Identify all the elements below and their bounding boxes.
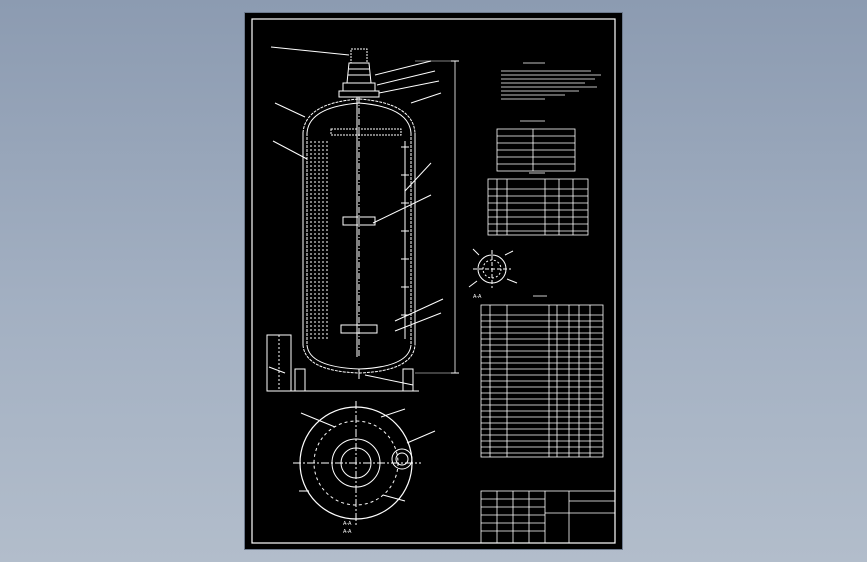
bottom-plan-view [293,401,436,525]
nozzle-orientation-view [468,248,518,288]
parts-list-table [480,295,604,458]
support-leg-left [294,368,306,392]
support-leg-right [402,368,414,392]
drawing-sheet: A-A A-A A-A [245,13,622,549]
nozzle-view-label: A-A [473,294,482,300]
title-block [480,490,616,544]
top-head [302,98,416,134]
bottom-view-caption: A-A [343,529,352,535]
spec-table [496,120,576,172]
tech-requirements-block [501,62,601,100]
nozzle-table [487,172,589,236]
cad-drawing: A-A A-A A-A [251,18,616,544]
bottom-view-label: A-A [343,521,352,527]
drawing-frame [251,18,616,544]
vessel-elevation [266,46,459,392]
motor [350,48,368,64]
